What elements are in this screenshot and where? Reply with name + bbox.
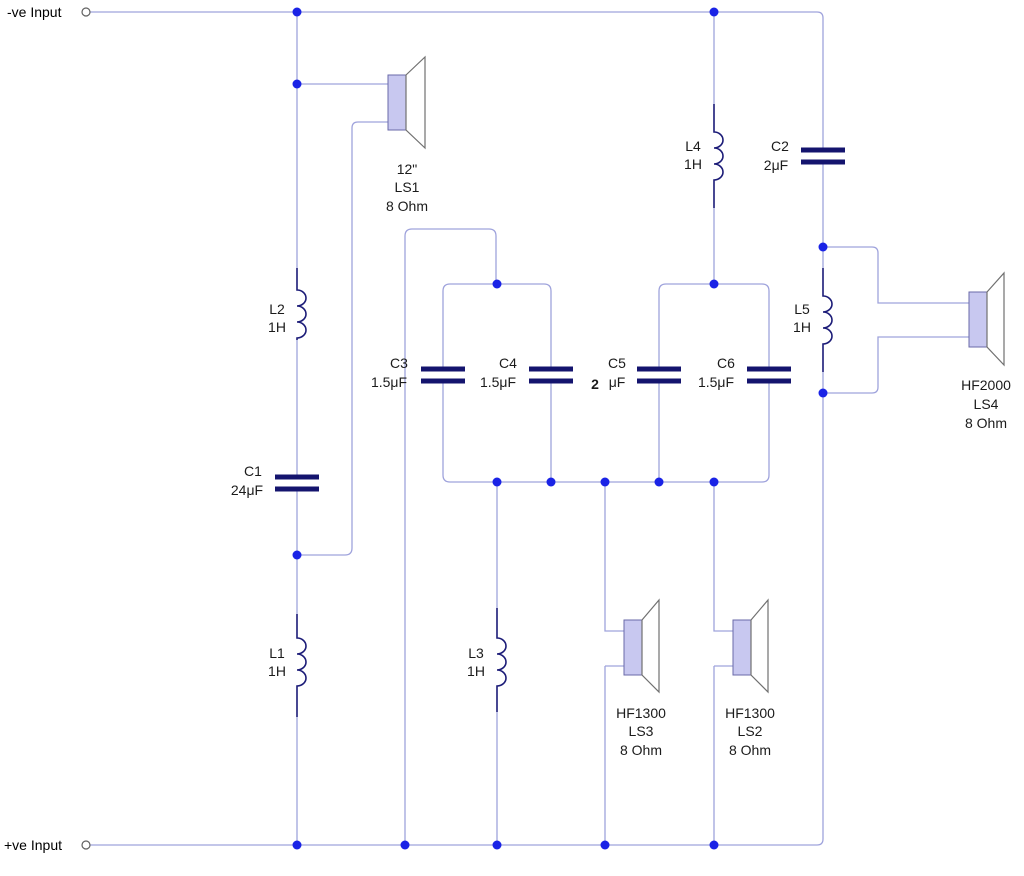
capacitor-c4 (529, 320, 573, 420)
ls2-impedance: 8 Ohm (729, 742, 771, 758)
c6-value: 1.5μF (698, 374, 734, 390)
ls4-impedance: 8 Ohm (965, 415, 1007, 431)
capacitor-c3 (421, 320, 465, 420)
c2-ref: C2 (771, 138, 789, 154)
capacitor-c1 (275, 432, 319, 533)
c5-value-number: 2 (591, 376, 599, 392)
ls2-ref: LS2 (738, 723, 763, 739)
inductor-l5 (822, 268, 833, 372)
ls1-size: 12" (397, 161, 418, 177)
c2-value: 2μF (764, 157, 788, 173)
ls3-impedance: 8 Ohm (620, 742, 662, 758)
negative-input-label: -ve Input (7, 4, 62, 20)
ls1-impedance: 8 Ohm (386, 198, 428, 214)
junctions (292, 7, 828, 850)
speaker-ls4-icon (968, 271, 1005, 367)
c1-ref: C1 (244, 463, 262, 479)
c3-ref: C3 (390, 355, 408, 371)
inductor-l1 (296, 614, 307, 717)
c4-ref: C4 (499, 355, 517, 371)
c5-value-unit: μF (609, 374, 626, 390)
ls3-model: HF1300 (616, 705, 666, 721)
ls3-ref: LS3 (629, 723, 654, 739)
capacitor-c2 (801, 100, 845, 210)
inductor-l4 (713, 104, 724, 208)
wires (90, 11, 969, 846)
ls4-model: HF2000 (961, 377, 1011, 393)
c1-value: 24μF (231, 482, 263, 498)
ls1-ref: LS1 (395, 179, 420, 195)
c5-ref: C5 (608, 355, 626, 371)
l5-value: 1H (793, 319, 811, 335)
speaker-ls1-icon (387, 55, 426, 150)
capacitor-c6 (747, 320, 791, 420)
c4-value: 1.5μF (480, 374, 516, 390)
positive-input-terminal (81, 840, 91, 850)
l4-value: 1H (684, 156, 702, 172)
speaker-ls3-icon (623, 598, 660, 694)
l3-ref: L3 (468, 645, 484, 661)
l3-value: 1H (467, 663, 485, 679)
positive-input-label: +ve Input (4, 837, 62, 853)
l1-ref: L1 (269, 645, 285, 661)
capacitor-c5 (637, 320, 681, 420)
inductor-l3 (496, 608, 507, 712)
l4-ref: L4 (685, 138, 701, 154)
negative-input-terminal (81, 7, 91, 17)
speaker-ls2-icon (732, 598, 769, 694)
inductor-l2 (296, 268, 307, 340)
l2-ref: L2 (269, 301, 285, 317)
c6-ref: C6 (717, 355, 735, 371)
ls2-model: HF1300 (725, 705, 775, 721)
c3-value: 1.5μF (371, 374, 407, 390)
l2-value: 1H (268, 319, 286, 335)
l5-ref: L5 (794, 301, 810, 317)
l1-value: 1H (268, 663, 286, 679)
ls4-ref: LS4 (974, 396, 999, 412)
